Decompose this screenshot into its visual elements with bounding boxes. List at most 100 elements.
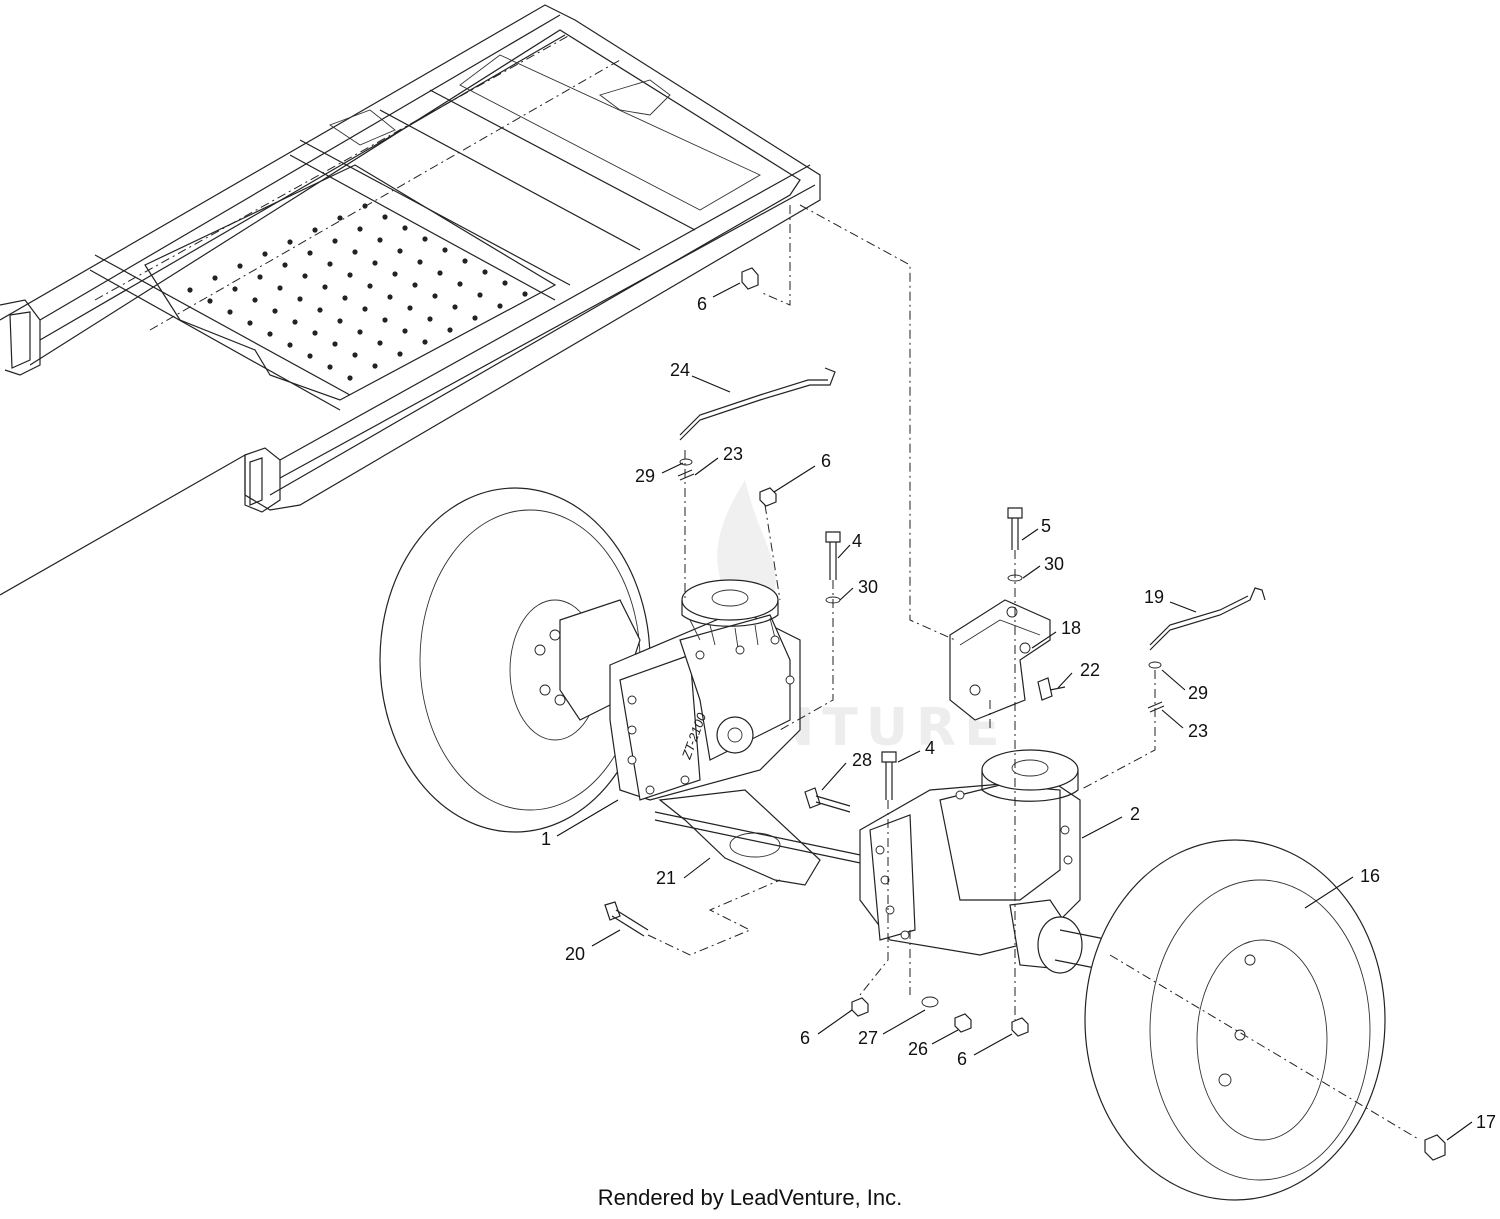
callout-16: 16 <box>1360 866 1380 886</box>
floor-hole <box>402 328 408 334</box>
floor-hole <box>422 339 428 345</box>
floor-hole <box>332 341 338 347</box>
callout-5: 5 <box>1041 516 1051 536</box>
floor-hole <box>267 331 273 337</box>
callout-6: 6 <box>821 451 831 471</box>
floor-hole <box>272 308 278 314</box>
floor-hole <box>282 262 288 268</box>
floor-hole <box>397 351 403 357</box>
crossover-bracket <box>654 789 871 886</box>
floor-hole <box>417 259 423 265</box>
callout-29: 29 <box>635 466 655 486</box>
floor-hole <box>237 263 243 269</box>
mounting-bracket <box>949 599 1051 721</box>
callout-2: 2 <box>1130 804 1140 824</box>
floor-hole <box>382 214 388 220</box>
callout-29: 29 <box>1188 683 1208 703</box>
floor-hole <box>382 317 388 323</box>
callout-24: 24 <box>670 360 690 380</box>
callout-30: 30 <box>1044 554 1064 574</box>
floor-hole <box>377 340 383 346</box>
callout-17: 17 <box>1476 1112 1496 1132</box>
floor-hole <box>342 295 348 301</box>
floor-hole <box>432 293 438 299</box>
floor-hole <box>367 283 373 289</box>
floor-hole <box>392 271 398 277</box>
floor-hole <box>297 296 303 302</box>
floor-hole <box>347 272 353 278</box>
callout-4: 4 <box>925 738 935 758</box>
chassis-frame <box>0 4 821 596</box>
floor-hole <box>247 320 253 326</box>
floor-hole <box>522 291 528 297</box>
floor-hole <box>372 260 378 266</box>
floor-hole <box>352 249 358 255</box>
callout-leaders <box>556 282 1473 1141</box>
floor-hole <box>482 269 488 275</box>
floor-hole <box>317 307 323 313</box>
callout-23: 23 <box>1188 721 1208 741</box>
floor-hole <box>322 284 328 290</box>
floor-hole <box>472 315 478 321</box>
floor-hole <box>227 309 233 315</box>
floor-hole <box>462 258 468 264</box>
floor-hole <box>287 239 293 245</box>
callout-26: 26 <box>908 1039 928 1059</box>
floor-hole <box>232 286 238 292</box>
floor-hole <box>397 248 403 254</box>
callout-27: 27 <box>858 1028 878 1048</box>
floor-plate-holes <box>187 203 528 381</box>
floor-hole <box>422 236 428 242</box>
floor-hole <box>357 226 363 232</box>
floor-hole <box>352 352 358 358</box>
callout-6: 6 <box>697 294 707 314</box>
floor-hole <box>312 330 318 336</box>
floor-hole <box>372 363 378 369</box>
callout-1: 1 <box>541 829 551 849</box>
floor-hole <box>347 375 353 381</box>
floor-hole <box>427 316 433 322</box>
floor-hole <box>452 304 458 310</box>
floor-hole <box>292 319 298 325</box>
callout-4: 4 <box>852 531 862 551</box>
floor-hole <box>212 275 218 281</box>
floor-hole <box>477 292 483 298</box>
floor-hole <box>377 237 383 243</box>
floor-hole <box>362 203 368 209</box>
floor-hole <box>497 303 503 309</box>
callout-6: 6 <box>957 1049 967 1069</box>
callout-30: 30 <box>858 577 878 597</box>
floor-hole <box>277 285 283 291</box>
floor-hole <box>437 270 443 276</box>
callout-23: 23 <box>723 444 743 464</box>
floor-hole <box>312 227 318 233</box>
floor-hole <box>357 329 363 335</box>
floor-hole <box>407 305 413 311</box>
floor-hole <box>327 261 333 267</box>
floor-hole <box>362 306 368 312</box>
floor-hole <box>442 247 448 253</box>
left-rear-tire <box>379 487 651 833</box>
floor-hole <box>307 250 313 256</box>
floor-hole <box>412 282 418 288</box>
floor-hole <box>387 294 393 300</box>
hardware-parts <box>604 204 1446 1161</box>
callout-19: 19 <box>1144 587 1164 607</box>
floor-hole <box>257 274 263 280</box>
floor-hole <box>302 273 308 279</box>
floor-hole <box>337 318 343 324</box>
floor-hole <box>252 297 258 303</box>
right-transmission <box>859 749 1111 974</box>
callout-18: 18 <box>1061 618 1081 638</box>
floor-hole <box>447 327 453 333</box>
floor-hole <box>287 342 293 348</box>
floor-hole <box>262 251 268 257</box>
callout-6: 6 <box>800 1028 810 1048</box>
floor-hole <box>327 364 333 370</box>
floor-hole <box>332 238 338 244</box>
callout-22: 22 <box>1080 660 1100 680</box>
floor-hole <box>187 287 193 293</box>
callout-20: 20 <box>565 944 585 964</box>
